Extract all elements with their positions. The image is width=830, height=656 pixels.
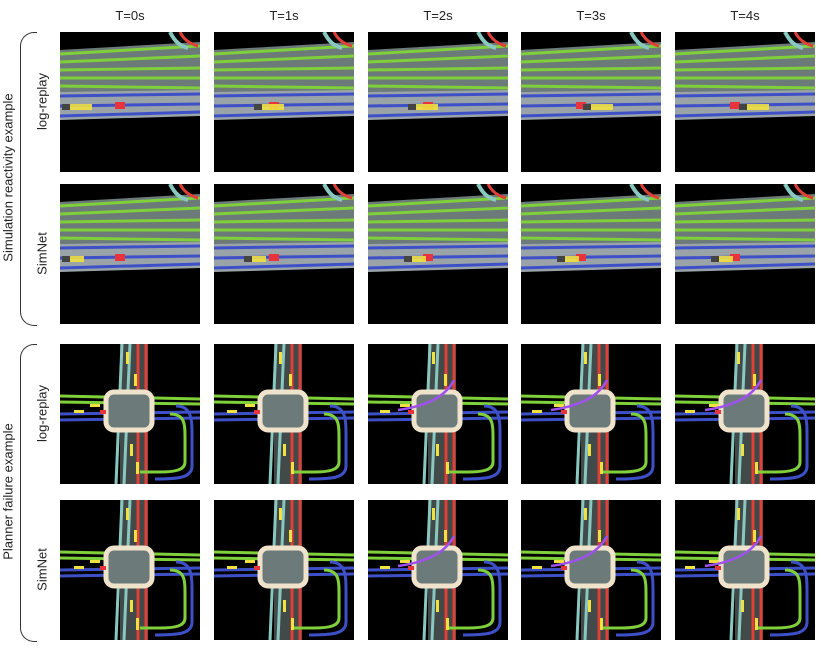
map-render-highway: [521, 184, 661, 324]
map-render-intersection: [60, 500, 200, 640]
map-render-intersection: [521, 344, 661, 484]
frame-tile-r1-c1: [214, 184, 354, 324]
group-label-0: Simulation reactivity example: [0, 93, 16, 262]
map-render-intersection: [368, 500, 508, 640]
map-render-intersection: [60, 344, 200, 484]
frame-tile-r2-c4: [675, 344, 815, 484]
map-render-intersection: [214, 500, 354, 640]
map-render-intersection: [675, 344, 815, 484]
map-render-highway: [214, 184, 354, 324]
row-label-1: SimNet: [34, 232, 50, 275]
frame-tile-r0-c3: [521, 32, 661, 172]
frame-tile-r3-c4: [675, 500, 815, 640]
column-header-3: T=3s: [576, 8, 606, 23]
frame-tile-r2-c2: [368, 344, 508, 484]
frame-tile-r1-c3: [521, 184, 661, 324]
frame-tile-r0-c1: [214, 32, 354, 172]
frame-tile-r0-c0: [60, 32, 200, 172]
map-render-highway: [60, 32, 200, 172]
row-label-3: SimNet: [34, 548, 50, 591]
frame-tile-r0-c4: [675, 32, 815, 172]
map-render-intersection: [675, 500, 815, 640]
frame-tile-r1-c0: [60, 184, 200, 324]
frame-tile-r1-c4: [675, 184, 815, 324]
frame-tile-r2-c3: [521, 344, 661, 484]
map-render-intersection: [214, 344, 354, 484]
column-header-4: T=4s: [730, 8, 760, 23]
map-render-intersection: [521, 500, 661, 640]
frame-tile-r1-c2: [368, 184, 508, 324]
map-render-highway: [368, 184, 508, 324]
map-render-highway: [368, 32, 508, 172]
column-header-2: T=2s: [423, 8, 453, 23]
frame-tile-r3-c1: [214, 500, 354, 640]
map-render-highway: [60, 184, 200, 324]
frame-tile-r2-c1: [214, 344, 354, 484]
map-render-highway: [214, 32, 354, 172]
map-render-highway: [521, 32, 661, 172]
column-header-0: T=0s: [115, 8, 145, 23]
frame-tile-r2-c0: [60, 344, 200, 484]
row-label-0: log-replay: [34, 72, 50, 131]
frame-tile-r3-c3: [521, 500, 661, 640]
map-render-highway: [675, 32, 815, 172]
column-header-1: T=1s: [269, 8, 299, 23]
map-render-intersection: [368, 344, 508, 484]
frame-tile-r3-c0: [60, 500, 200, 640]
map-render-highway: [675, 184, 815, 324]
row-label-2: log-replay: [34, 384, 50, 443]
frame-tile-r0-c2: [368, 32, 508, 172]
frame-tile-r3-c2: [368, 500, 508, 640]
group-label-1: Planner failure example: [0, 423, 16, 560]
